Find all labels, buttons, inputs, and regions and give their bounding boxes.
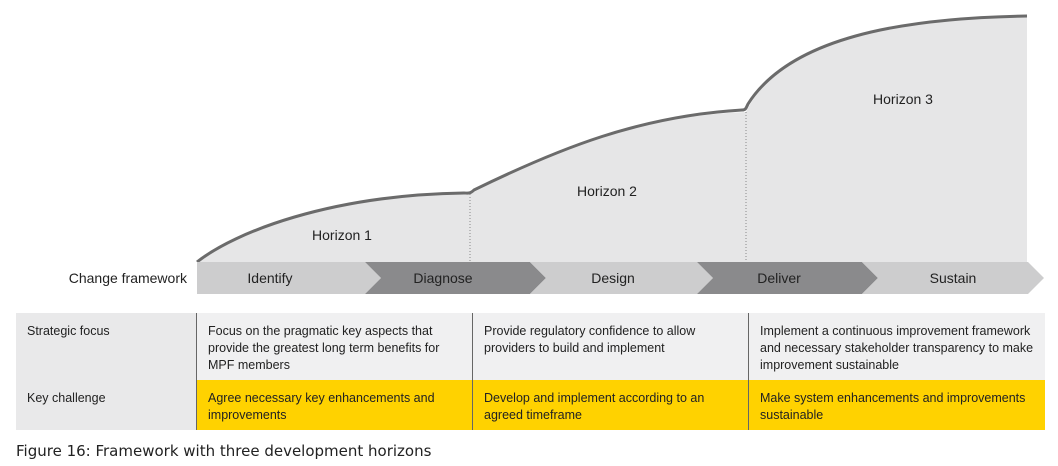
horizon-1-hill — [197, 194, 470, 262]
strategic-focus-horizon-1: Focus on the pragmatic key aspects that … — [196, 313, 472, 380]
horizon-1-label: Horizon 1 — [312, 227, 372, 243]
horizon-2-hill — [470, 112, 746, 262]
horizon-2-label: Horizon 2 — [577, 183, 637, 199]
horizon-3-label: Horizon 3 — [873, 91, 933, 107]
strategic-focus-header: Strategic focus — [16, 313, 196, 380]
key-challenge-horizon-2: Develop and implement according to an ag… — [472, 380, 748, 430]
key-challenge-horizon-3: Make system enhancements and improvement… — [748, 380, 1045, 430]
step-diagnose-arrow — [365, 262, 546, 294]
step-diagnose-label: Diagnose — [413, 270, 472, 286]
change-framework-label: Change framework — [69, 270, 188, 286]
step-deliver-label: Deliver — [757, 270, 801, 286]
step-deliver-arrow — [697, 262, 878, 294]
step-design-label: Design — [591, 270, 635, 286]
horizons-diagram: Horizon 1 Horizon 2 Horizon 3 Change fra… — [69, 14, 1044, 294]
figure-caption: Figure 16: Framework with three developm… — [16, 442, 432, 460]
strategic-focus-horizon-3: Implement a continuous improvement frame… — [748, 313, 1045, 380]
strategic-focus-horizon-2: Provide regulatory confidence to allow p… — [472, 313, 748, 380]
strategic-focus-row: Strategic focus Focus on the pragmatic k… — [16, 313, 1045, 380]
step-design-arrow — [530, 262, 713, 294]
step-sustain-label: Sustain — [930, 270, 977, 286]
step-identify-arrow — [197, 262, 381, 294]
key-challenge-row: Key challenge Agree necessary key enhanc… — [16, 380, 1045, 430]
step-sustain-arrow — [862, 262, 1044, 294]
key-challenge-header: Key challenge — [16, 380, 196, 430]
horizon-3-hill — [746, 16, 1027, 262]
step-identify-label: Identify — [247, 270, 292, 286]
key-challenge-horizon-1: Agree necessary key enhancements and imp… — [196, 380, 472, 430]
horizon-curve — [196, 14, 1028, 264]
